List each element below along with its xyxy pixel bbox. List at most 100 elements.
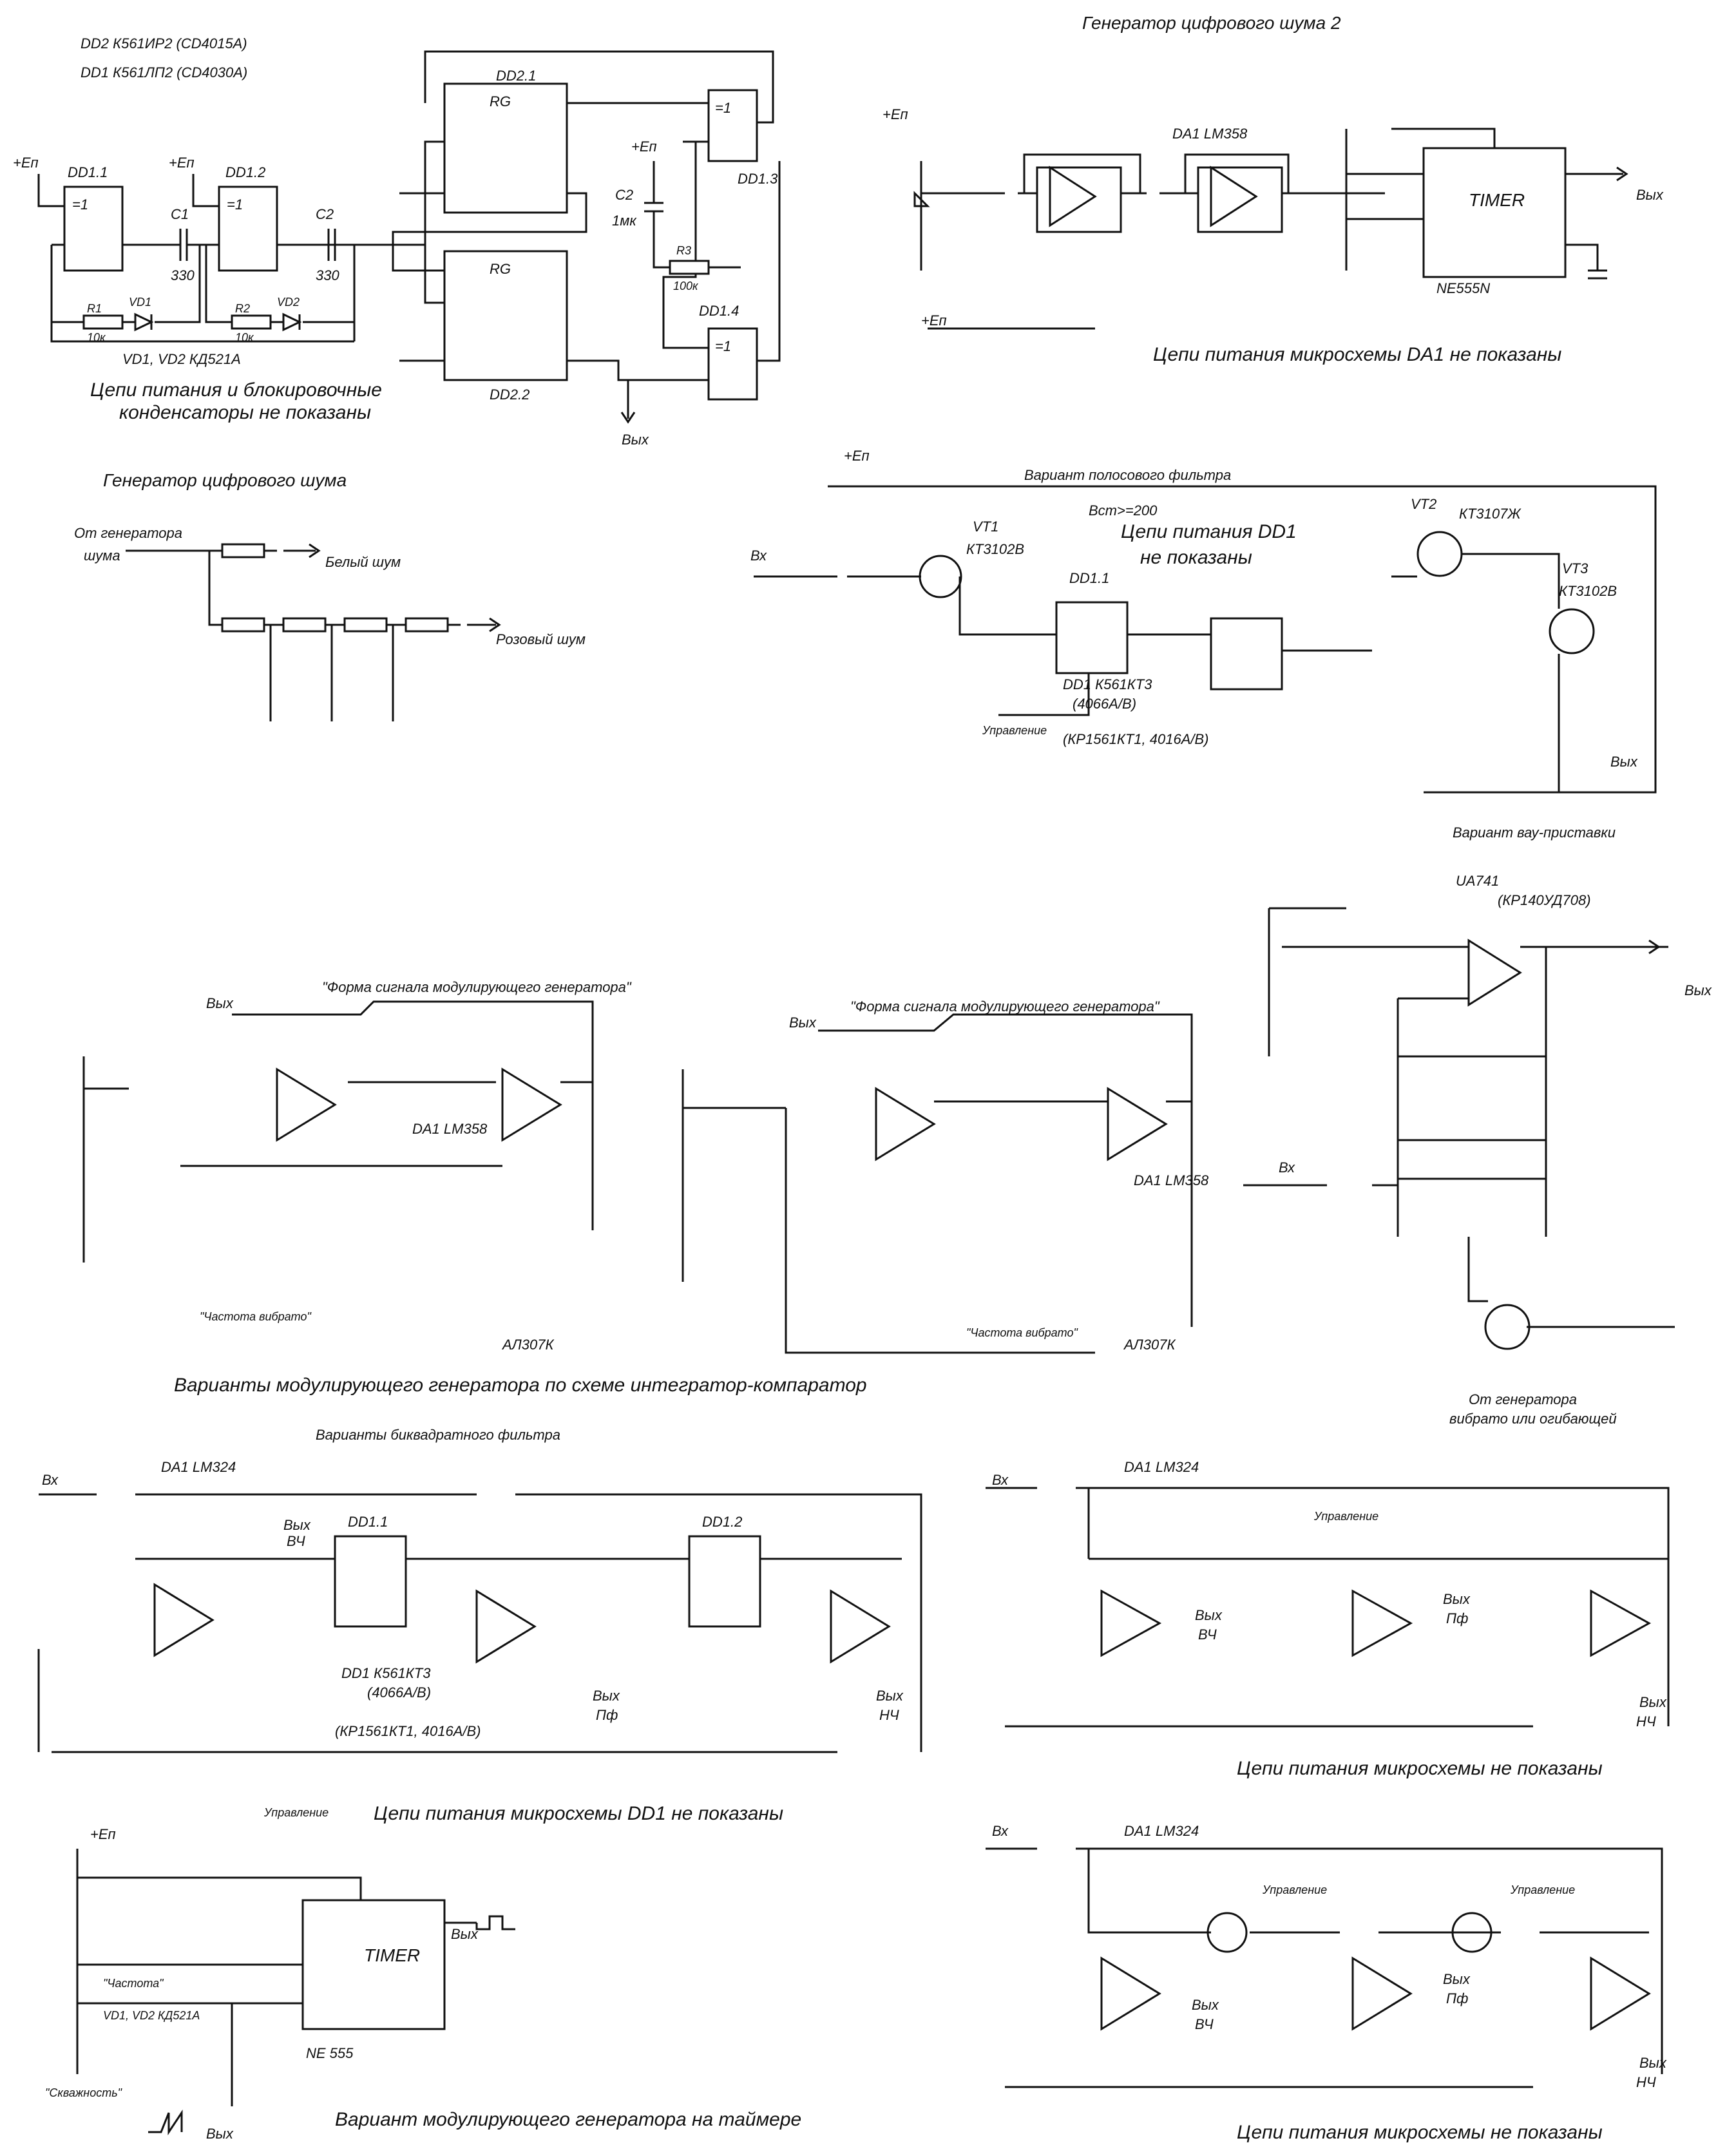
bq2-pf-label: Пф [1446, 1610, 1468, 1626]
bq3-control-1: Управление [1262, 1883, 1327, 1896]
vd2-label: VD2 [277, 296, 300, 309]
c1-plates [179, 229, 188, 261]
dd1-4-symbol: =1 [715, 338, 731, 354]
tm-saw-wave [148, 2110, 183, 2135]
dd2-2-label: DD2.2 [490, 386, 529, 403]
mod2-da1-label: DA1 LM358 [1134, 1172, 1209, 1188]
tm-supply [76, 1849, 362, 2074]
dd2-1-register [443, 82, 568, 214]
vd-type-note: VD1, VD2 КД521А [122, 351, 241, 367]
dd2-2-register [443, 250, 568, 381]
noise-power-caption-1: Цепи питания и блокировочные [90, 379, 382, 401]
bq1-vch-out: Вых [283, 1517, 311, 1533]
c2-big-label: C2 [615, 187, 633, 203]
pink-noise-filter: Генератор цифрового шума От генератора ш… [74, 470, 586, 721]
bq1-vch-label: ВЧ [287, 1533, 305, 1549]
mod1-led-label: АЛ307К [501, 1337, 554, 1353]
tm-duty-label: "Скважность" [45, 2086, 123, 2099]
bq1-bottom-rail [37, 1649, 837, 1753]
vd1-diode [134, 312, 154, 332]
mod1-out-wire [232, 1000, 594, 1230]
r1-label: R1 [87, 302, 102, 315]
bq3-pf-out: Вых [1443, 1971, 1471, 1987]
tm-caption: Вариант модулирующего генератора на тайм… [335, 2109, 801, 2130]
modulating-generators: "Форма сигнала модулирующего генератора"… [82, 979, 1209, 1396]
bq3-power-caption: Цепи питания микросхемы не показаны [1237, 2122, 1603, 2143]
dd1-3-label: DD1.3 [738, 171, 778, 187]
biquad-title: Варианты биквадратного фильтра [316, 1427, 560, 1443]
bp-dd1-power-2: не показаны [1140, 547, 1252, 568]
r2-label: R2 [235, 302, 250, 315]
bq1-opamp-1 [153, 1583, 215, 1657]
ep-label-3: +Eп [631, 138, 657, 155]
bp-ep-label: +Eп [844, 448, 870, 464]
bq3-pf-label: Пф [1446, 1990, 1468, 2006]
gen1-title: Генератор цифрового шума [103, 470, 347, 490]
pink-shunts [269, 625, 394, 721]
dd1-2-label: DD1.2 [225, 164, 265, 180]
bp-supply-rail [828, 485, 1657, 794]
dd1-4-label: DD1.4 [699, 303, 739, 319]
bp-vt3 [1549, 608, 1595, 654]
gen2-title: Генератор цифрового шума 2 [1082, 13, 1341, 33]
vd2-diode [282, 312, 302, 332]
register-data-wires [392, 102, 696, 272]
bp-vt1-label: VT1 [973, 519, 998, 535]
white-noise-label: Белый шум [325, 554, 401, 570]
wah-pedal: Вариант вау-приставки UA741 (КР140УД708)… [1243, 824, 1712, 1427]
wah-kr140: (КР140УД708) [1498, 892, 1591, 908]
mod2-out-label: Вых [789, 1015, 817, 1031]
bq3-vch-out: Вых [1192, 1997, 1219, 2013]
bq2-vx-label: Вх [992, 1472, 1009, 1488]
out-arrow [620, 412, 636, 424]
bq1-rails [39, 1493, 922, 1752]
bq3-nch-label: НЧ [1636, 2074, 1656, 2090]
dd2-type-note: DD2 К561ИР2 (CD4015A) [81, 35, 247, 52]
bq2-opamp-2 [1351, 1589, 1413, 1657]
c2-label: C2 [316, 206, 334, 222]
bq3-da1-label: DA1 LM324 [1124, 1823, 1199, 1839]
bp-vt2-type: КТ3107Ж [1459, 506, 1521, 522]
gen2-da1-label: DA1 LM358 [1172, 126, 1248, 142]
r2-resistor [231, 314, 272, 330]
wah-da1-type: UA741 [1456, 873, 1499, 889]
bp-control-wire [998, 673, 1090, 716]
dd1-1-label: DD1.1 [68, 164, 108, 180]
bp-dd1-1-label: DD1.1 [1069, 570, 1109, 586]
bp-bst-label: Bст>=200 [1089, 502, 1158, 519]
tm-vd-label: VD1, VD2 КД521А [103, 2009, 200, 2022]
tm-ep-label: +Eп [90, 1826, 116, 1842]
bq1-pf-out: Вых [593, 1688, 620, 1704]
bq3-r10-photoresistor [1451, 1912, 1493, 1953]
bq1-da1-label: DA1 LM324 [161, 1459, 236, 1475]
tm-timer-label: TIMER [364, 1945, 420, 1965]
tm-ne555-label: NE 555 [306, 2045, 354, 2061]
bp-vt1-type: КТ3102В [966, 541, 1024, 557]
gen2-ep-bottom: +Eп [921, 312, 947, 329]
bp-vx-label: Вх [750, 548, 767, 564]
ep-wire-1 [37, 174, 64, 207]
ep-wire-2 [192, 174, 219, 207]
tm-square-out: Вых [451, 1926, 479, 1942]
bandpass-title: Вариант полосового фильтра [1024, 467, 1231, 483]
pink-r4 [282, 617, 327, 633]
white-arrow [309, 543, 321, 558]
out-label-1: Вых [622, 432, 649, 448]
tm-freq-label: "Частота" [103, 1977, 164, 1990]
r3-resistor [669, 260, 710, 275]
dd1-4-gate [707, 327, 758, 401]
bq3-control-2: Управление [1510, 1883, 1575, 1896]
noise-generator-1: DD2 К561ИР2 (CD4015A) DD1 К561ЛП2 (CD403… [13, 35, 781, 448]
bq2-da1-label: DA1 LM324 [1124, 1459, 1199, 1475]
timer-out-arrow [1616, 166, 1628, 182]
wah-vx-label: Вх [1279, 1159, 1295, 1176]
bq1-dd1-2-label: DD1.2 [702, 1514, 742, 1530]
dd1-2-gate [218, 186, 278, 272]
from-gen-label: От генератора [74, 525, 182, 541]
bq2-opamp-1 [1100, 1589, 1162, 1657]
gen2-power-caption: Цепи питания микросхемы DA1 не показаны [1153, 344, 1561, 365]
mod2-opamp-1 [875, 1087, 936, 1161]
tm-wires [77, 1963, 303, 2106]
dd1-2-symbol: =1 [227, 196, 243, 213]
biquad-filters: Варианты биквадратного фильтра Вх DA1 LM… [37, 1427, 1670, 2143]
